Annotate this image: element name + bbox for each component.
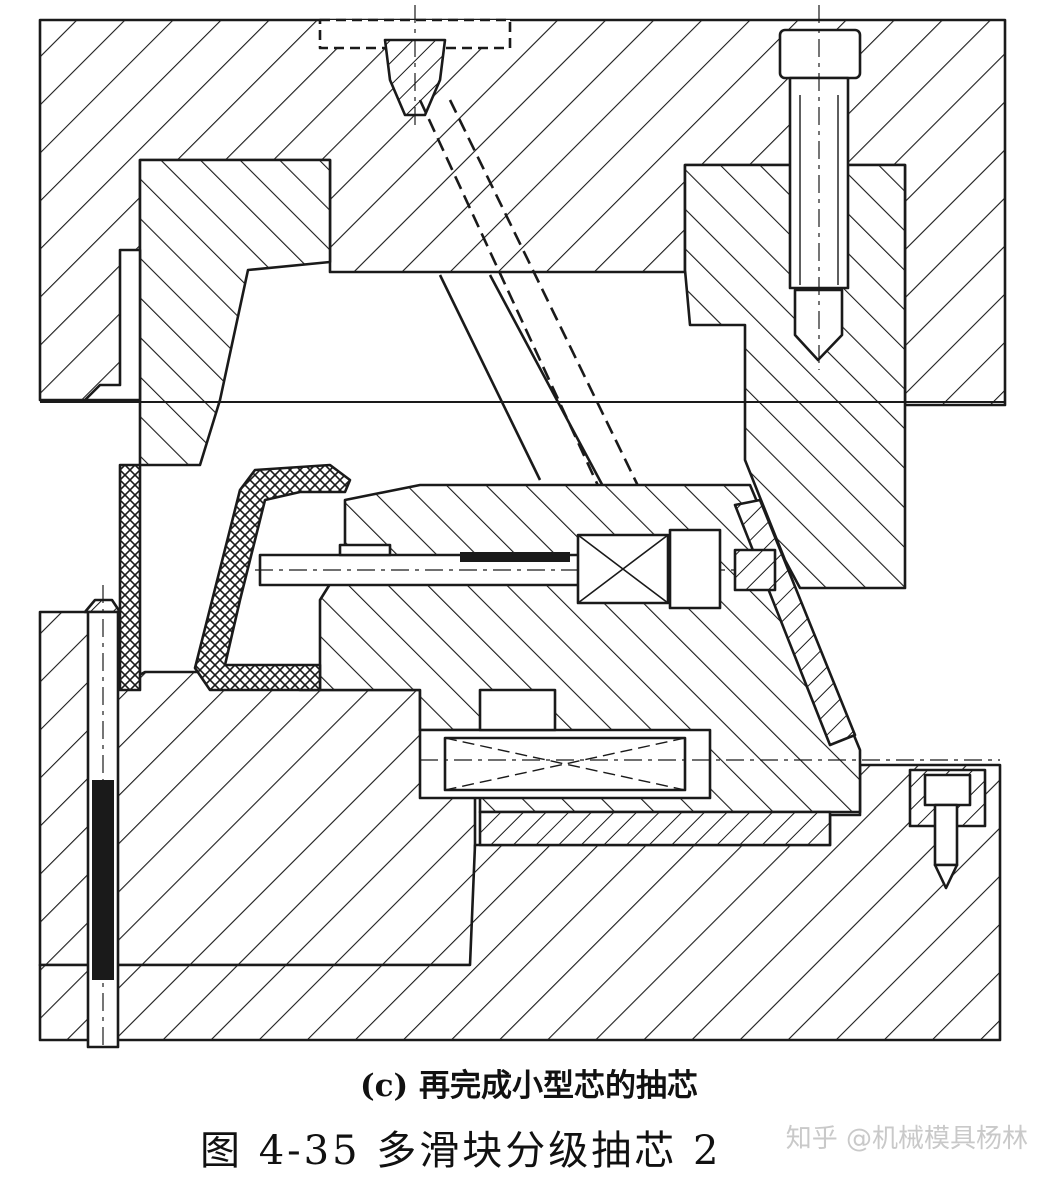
wear-plate xyxy=(478,810,832,847)
molded-part-body xyxy=(193,463,352,692)
sprue-bushing xyxy=(318,5,512,130)
small-slider-block xyxy=(576,528,777,610)
ejector-pin xyxy=(83,585,122,1050)
cavity-insert-left xyxy=(138,158,332,467)
watermark: 知乎 @机械模具杨林 xyxy=(785,1124,1028,1154)
stop-screw xyxy=(908,768,987,890)
molded-part-wall xyxy=(118,463,142,692)
figure-subcaption: (c) 再完成小型芯的抽芯 xyxy=(359,1068,698,1104)
figure-title: 图 4-35 多滑块分级抽芯 2 xyxy=(200,1128,722,1174)
mold-cross-section-drawing xyxy=(38,5,1007,1050)
angle-pin xyxy=(418,99,642,491)
small-core-pin xyxy=(255,543,740,587)
spring-pocket xyxy=(418,688,1000,800)
locating-step xyxy=(83,248,142,402)
socket-head-bolt xyxy=(778,5,862,370)
